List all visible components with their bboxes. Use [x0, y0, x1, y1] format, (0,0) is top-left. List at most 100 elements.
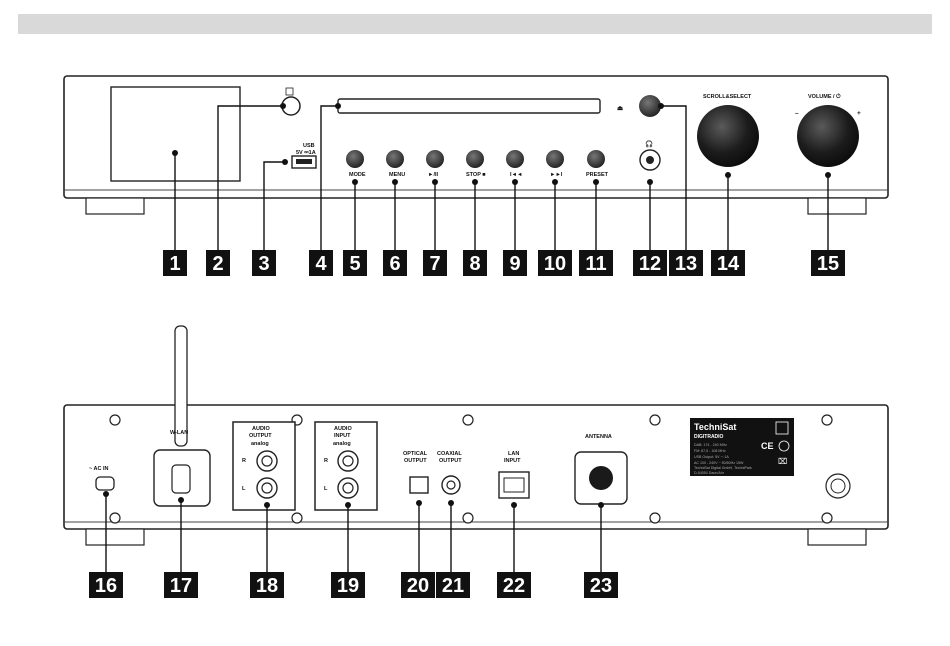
stop-label: STOP ■: [466, 172, 486, 178]
callout-9: [503, 250, 527, 276]
callout-22: [497, 572, 531, 598]
usb-rating-label: 5V ⎓1A: [296, 150, 316, 156]
coaxial-output-jack-core: [446, 480, 456, 490]
optical-label-1: OPTICAL: [403, 451, 428, 457]
lan-label-2: INPUT: [504, 458, 521, 464]
plate-line6: D-54550 Daun/Ahr: [694, 471, 725, 475]
audio-input-r: R: [324, 458, 328, 464]
stop-button[interactable]: [466, 150, 484, 168]
rear-leader-dots: [103, 491, 604, 508]
usb-label: USB: [303, 143, 315, 149]
front-foot-left: [85, 197, 145, 215]
play-pause-label: ►/II: [428, 172, 438, 178]
callout-23-text: 23: [590, 575, 612, 597]
prev-label: I◄◄: [510, 172, 522, 178]
callout-6: [383, 250, 407, 276]
plate-line4: AC 100 - 240V ~ 50/60Hz 15W: [694, 461, 744, 465]
audio-output-l-jack-core: [261, 482, 273, 494]
preset-label: PRESET: [586, 172, 609, 178]
callout-18: [250, 572, 284, 598]
mode-label: MODE: [349, 172, 366, 178]
callouts: 1 2 3 4 5 6 7 8 9 10 11 12 13 14 15 16 1…: [89, 250, 845, 598]
volume-knob[interactable]: [797, 105, 859, 167]
audio-input-l: L: [324, 486, 328, 492]
weee-icon: ⌧: [778, 457, 787, 466]
headphone-jack-hole: [646, 156, 654, 164]
callout-4-text: 4: [315, 253, 327, 275]
mode-button[interactable]: [346, 150, 364, 168]
antenna-jack[interactable]: [589, 466, 613, 490]
optical-label-2: OUTPUT: [404, 458, 427, 464]
callout-10: [538, 250, 572, 276]
callout-5: [343, 250, 367, 276]
audio-output-l: L: [242, 486, 246, 492]
wlan-antenna: [174, 325, 188, 447]
plate-brand: TechniSat: [694, 422, 736, 432]
lan-port-inner: [503, 477, 525, 493]
callout-12: [633, 250, 667, 276]
callout-9-text: 9: [509, 253, 520, 275]
optical-output-port[interactable]: [409, 476, 429, 494]
coaxial-label-2: OUTPUT: [439, 458, 462, 464]
callout-12-text: 12: [639, 253, 661, 275]
wlan-antenna-base: [171, 464, 191, 494]
callout-23: [584, 572, 618, 598]
coaxial-label-1: COAXIAL: [437, 451, 462, 457]
audio-input-label-3: analog: [333, 441, 351, 447]
lan-label-1: LAN: [508, 451, 519, 457]
play-pause-button[interactable]: [426, 150, 444, 168]
callout-10-text: 10: [544, 253, 566, 275]
callout-1: [163, 250, 187, 276]
audio-input-label-1: AUDIO: [334, 426, 352, 432]
rear-foot-left: [85, 528, 145, 546]
callout-15-text: 15: [817, 253, 839, 275]
next-label: ►►I: [550, 172, 563, 178]
plate-model: DIGITRADIO: [694, 434, 724, 440]
scroll-select-knob[interactable]: [697, 105, 759, 167]
callout-21: [436, 572, 470, 598]
wlan-label: W-LAN: [170, 430, 188, 436]
ac-in-socket[interactable]: [95, 476, 115, 491]
callout-13: [669, 250, 703, 276]
audio-output-label-3: analog: [251, 441, 269, 447]
rear-panel: ~ AC IN W-LAN AUDIO OUTPUT analog R L AU…: [63, 325, 889, 546]
ce-mark-icon: CE: [761, 441, 774, 451]
callout-2-text: 2: [212, 253, 223, 275]
audio-output-r-jack-core: [261, 455, 273, 467]
front-leader-dots: [172, 103, 831, 185]
eject-button[interactable]: [639, 95, 661, 117]
class2-icon: [775, 421, 789, 435]
rear-leader-lines: [105, 494, 602, 572]
callout-20-text: 20: [407, 575, 429, 597]
prev-button[interactable]: [506, 150, 524, 168]
callout-3: [252, 250, 276, 276]
menu-label: MENU: [389, 172, 405, 178]
header-bar: [18, 14, 932, 34]
callout-14-text: 14: [717, 253, 740, 275]
audio-output-label-1: AUDIO: [252, 426, 270, 432]
callout-8: [463, 250, 487, 276]
plate-line2: FM: 87,5 - 108 MHz: [694, 449, 726, 453]
callout-14: [711, 250, 745, 276]
audio-output-label-2: OUTPUT: [249, 433, 272, 439]
callout-7: [423, 250, 447, 276]
ground-terminal-inner: [830, 478, 846, 494]
menu-button[interactable]: [386, 150, 404, 168]
audio-input-label-2: INPUT: [334, 433, 351, 439]
front-foot-right: [807, 197, 867, 215]
cd-slot[interactable]: [337, 98, 601, 114]
callout-20: [401, 572, 435, 598]
volume-plus: +: [857, 110, 861, 117]
callout-4: [309, 250, 333, 276]
callout-11: [579, 250, 613, 276]
rating-plate: [690, 418, 794, 476]
preset-button[interactable]: [587, 150, 605, 168]
callout-1-text: 1: [169, 253, 180, 275]
info-icon: [778, 440, 790, 452]
callout-21-text: 21: [442, 575, 464, 597]
callout-7-text: 7: [429, 253, 440, 275]
callout-2: [206, 250, 230, 276]
callout-19: [331, 572, 365, 598]
next-button[interactable]: [546, 150, 564, 168]
